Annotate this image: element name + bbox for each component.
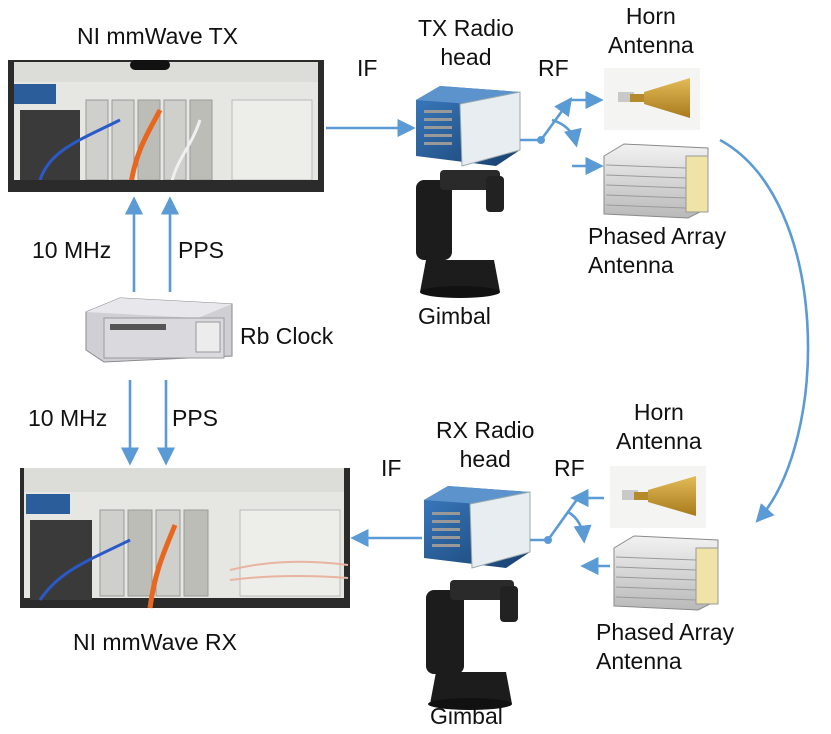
- tx-if-label: IF: [357, 55, 378, 81]
- rx-phased-line1: Phased Array: [596, 619, 735, 645]
- rx-10mhz-label: 10 MHz: [28, 405, 108, 431]
- rx-horn-antenna-image: [610, 466, 706, 528]
- rb-clock-label: Rb Clock: [240, 323, 334, 349]
- rx-rf-switch-arrow: [546, 497, 580, 541]
- tx-pps-label: PPS: [178, 237, 225, 263]
- tx-chassis-image: [8, 60, 324, 192]
- ota-link-arrow: [719, 138, 810, 523]
- rx-radio-head-image: [424, 486, 531, 569]
- tx-rf-label: RF: [538, 55, 569, 81]
- rx-rf-label: RF: [554, 455, 585, 481]
- rx-horn-line2: Antenna: [616, 427, 702, 454]
- rx-phased-array-image: [613, 535, 719, 611]
- tx-horn-label: Horn Antenna: [608, 2, 694, 60]
- rx-radio-head-label: RX Radio head: [436, 416, 534, 474]
- tx-radio-head-line2: head: [440, 43, 492, 70]
- tx-chassis-label: NI mmWave TX: [77, 23, 239, 49]
- tx-phased-line2: Antenna: [588, 251, 674, 278]
- rx-horn-label: Horn Antenna: [616, 398, 702, 456]
- rx-phased-line2: Antenna: [596, 647, 682, 674]
- rx-radio-head-line2: head: [459, 445, 511, 472]
- rx-chassis-label: NI mmWave RX: [73, 629, 237, 655]
- tx-rf-switch-node: [537, 136, 545, 144]
- rx-rf-switch-arc: [567, 510, 592, 544]
- rx-horn-line1: Horn: [633, 399, 684, 425]
- tx-horn-line2: Antenna: [608, 31, 694, 58]
- tx-radio-head-image: [416, 86, 521, 167]
- tx-radio-head-line1: TX Radio: [418, 15, 514, 41]
- rx-if-label: IF: [381, 455, 402, 481]
- tx-phased-line1: Phased Array: [588, 223, 727, 249]
- rx-phased-array-label: Phased Array Antenna: [596, 618, 734, 676]
- rx-radio-head-line1: RX Radio: [436, 417, 535, 443]
- rx-gimbal-image: [426, 580, 518, 710]
- tx-horn-antenna-image: [604, 68, 700, 130]
- tx-gimbal-label: Gimbal: [418, 303, 491, 329]
- tx-phased-array-image: [603, 143, 709, 219]
- tx-radio-head-label: TX Radio head: [418, 14, 514, 72]
- tx-horn-line1: Horn: [625, 3, 676, 29]
- rx-rf-switch-node: [544, 536, 552, 544]
- tx-gimbal-image: [416, 170, 504, 298]
- tx-10mhz-label: 10 MHz: [32, 237, 112, 263]
- rx-pps-label: PPS: [172, 405, 219, 431]
- rx-chassis-image: [20, 468, 350, 609]
- rb-clock-image: [85, 297, 233, 363]
- tx-phased-array-label: Phased Array Antenna: [588, 222, 726, 280]
- tx-rf-switch-arc: [551, 118, 582, 148]
- rx-gimbal-label: Gimbal: [430, 703, 503, 729]
